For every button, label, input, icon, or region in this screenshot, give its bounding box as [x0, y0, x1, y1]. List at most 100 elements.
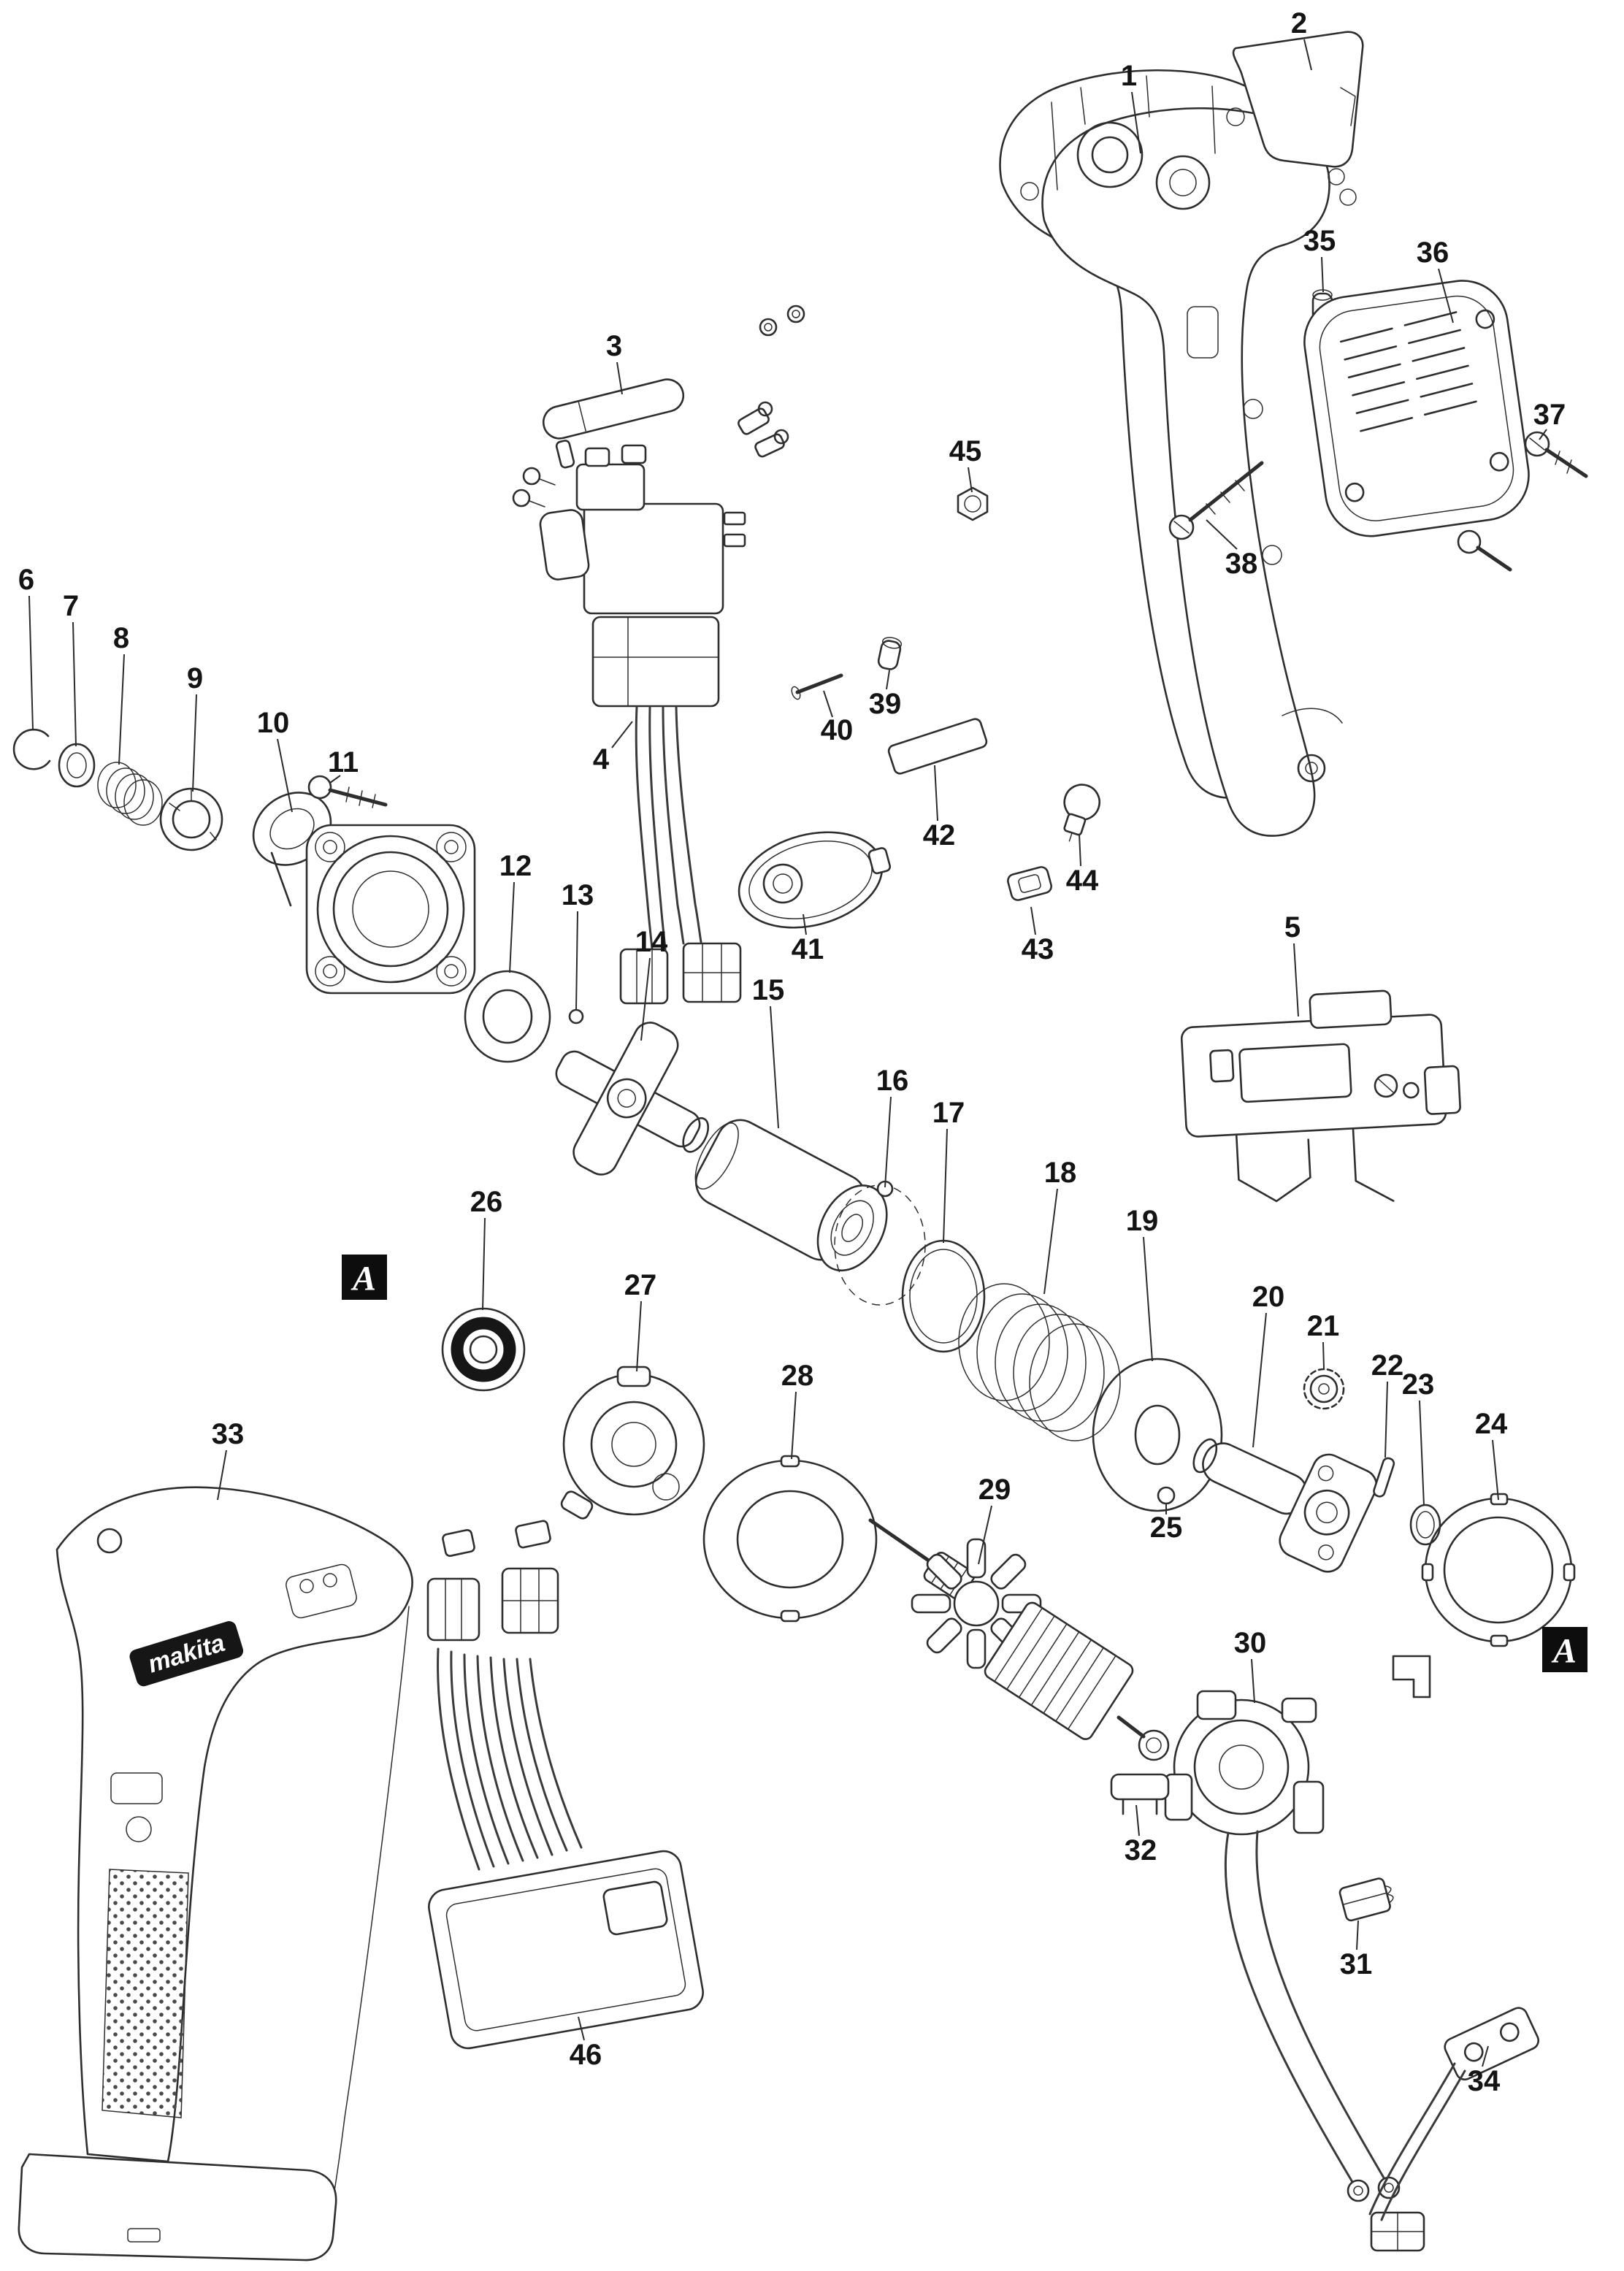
leader-line-part-35 [1321, 256, 1324, 293]
part-14-spindle-sketch [555, 1022, 710, 1176]
leader-line-part-28 [791, 1391, 797, 1460]
leader-line-part-20 [1252, 1312, 1267, 1448]
part-39-pin-sketch [877, 637, 903, 670]
part-24-retainer-ring-sketch [1421, 1493, 1576, 1647]
leader-line-part-38 [1206, 519, 1238, 550]
part-number-11: 11 [328, 746, 359, 778]
leader-line-part-8 [118, 654, 125, 765]
part-number-30: 30 [1234, 1627, 1267, 1659]
part-number-44: 44 [1066, 865, 1099, 897]
leader-line-part-30 [1251, 1658, 1255, 1704]
part-number-33: 33 [212, 1418, 245, 1450]
part-number-35: 35 [1303, 225, 1336, 257]
view-marker-letter-2: A [1551, 1632, 1577, 1671]
part-number-21: 21 [1307, 1310, 1340, 1342]
leader-line-part-44 [1079, 833, 1081, 867]
part-number-23: 23 [1402, 1368, 1435, 1401]
part-10-hammer-case-sketch [252, 792, 476, 995]
part-number-17: 17 [932, 1097, 965, 1129]
part-32-clip-sketch [1110, 1773, 1170, 1815]
leader-line-part-1 [1131, 91, 1141, 154]
leader-line-part-19 [1143, 1236, 1153, 1362]
part-number-20: 20 [1252, 1281, 1285, 1313]
part-13-ball-sketch [568, 1008, 584, 1025]
leader-line-part-40 [823, 690, 833, 718]
part-number-16: 16 [876, 1065, 909, 1097]
leader-lines [28, 39, 1547, 2067]
part-41-lens-sketch [738, 831, 892, 929]
part-number-43: 43 [1022, 933, 1054, 965]
part-22-pin-sketch [1373, 1457, 1395, 1498]
part-number-6: 6 [18, 564, 34, 596]
part-17-washer-sketch [901, 1239, 986, 1353]
leader-line-part-12 [509, 881, 515, 973]
part-number-28: 28 [781, 1360, 814, 1392]
part-28-ring-sketch [702, 1455, 878, 1623]
leader-line-part-11 [329, 775, 341, 784]
part-number-4: 4 [593, 743, 610, 775]
part-26-bearing-sketch [441, 1307, 526, 1392]
leader-line-part-22 [1384, 1381, 1388, 1458]
part-4-switch-sketch [512, 305, 805, 1005]
part-1-housing-set-sketch [999, 69, 1357, 837]
part-21-gear-sketch [1303, 1368, 1345, 1410]
part-12-washer-sketch [464, 970, 551, 1063]
leader-line-part-5 [1293, 943, 1299, 1017]
leader-line-part-41 [803, 914, 807, 935]
part-number-46: 46 [570, 2039, 602, 2071]
part-number-18: 18 [1044, 1157, 1077, 1189]
part-number-34: 34 [1468, 2065, 1501, 2097]
leader-line-part-32 [1135, 1804, 1140, 1837]
part-number-37: 37 [1533, 399, 1566, 431]
leader-line-part-9 [192, 694, 197, 792]
part-number-41: 41 [792, 933, 824, 965]
part-number-27: 27 [624, 1269, 657, 1301]
part-6-retaining-ring-sketch [12, 728, 51, 770]
part-number-39: 39 [869, 688, 902, 720]
leader-line-part-42 [934, 765, 938, 822]
part-29-rotor-sketch [868, 1518, 1170, 1761]
part-number-29: 29 [978, 1474, 1011, 1506]
leader-line-part-29 [978, 1505, 992, 1565]
part-number-9: 9 [187, 662, 203, 694]
part-number-36: 36 [1417, 237, 1449, 269]
leader-line-part-13 [575, 911, 578, 1011]
part-number-26: 26 [470, 1186, 503, 1218]
leader-line-part-16 [884, 1096, 892, 1188]
part-number-19: 19 [1126, 1205, 1159, 1237]
part-46-controller-sketch [426, 1520, 704, 2050]
part-33-housing-sketch [18, 1486, 413, 2262]
part-number-45: 45 [949, 435, 982, 467]
part-15-hammer-sketch [694, 1119, 888, 1272]
leader-line-part-37 [1539, 429, 1547, 440]
part-number-22: 22 [1371, 1349, 1404, 1382]
part-number-5: 5 [1284, 911, 1301, 943]
part-5-terminal-plate-sketch [1180, 989, 1461, 1203]
part-37-screw-sketch [1457, 431, 1588, 572]
part-23-o-ring-sketch [1409, 1504, 1441, 1546]
leader-line-part-27 [636, 1301, 642, 1372]
leader-line-part-18 [1043, 1188, 1058, 1295]
part-34-terminal-sketch [1368, 2007, 1540, 2221]
part-44-bulb-sketch [1063, 784, 1101, 842]
part-number-2: 2 [1291, 7, 1307, 39]
part-number-12: 12 [499, 850, 532, 882]
leader-line-part-46 [578, 2016, 585, 2041]
part-30-brush-holder-sketch [1164, 1655, 1431, 2252]
leader-line-part-33 [217, 1449, 227, 1501]
leader-line-part-21 [1322, 1341, 1325, 1369]
leader-line-part-24 [1492, 1439, 1499, 1501]
part-40-pin-sketch [791, 673, 843, 700]
leader-line-part-4 [611, 721, 633, 748]
part-9-damper-sketch [159, 787, 223, 851]
part-number-14: 14 [635, 926, 668, 958]
part-7-washer-sketch [58, 743, 96, 788]
leader-line-part-7 [72, 621, 77, 747]
part-number-15: 15 [752, 974, 785, 1006]
part-number-13: 13 [562, 879, 594, 911]
part-18-spring-sketch [958, 1283, 1121, 1441]
part-number-8: 8 [113, 622, 129, 654]
part-number-31: 31 [1340, 1948, 1373, 1980]
part-38-screw-sketch [1168, 461, 1264, 540]
